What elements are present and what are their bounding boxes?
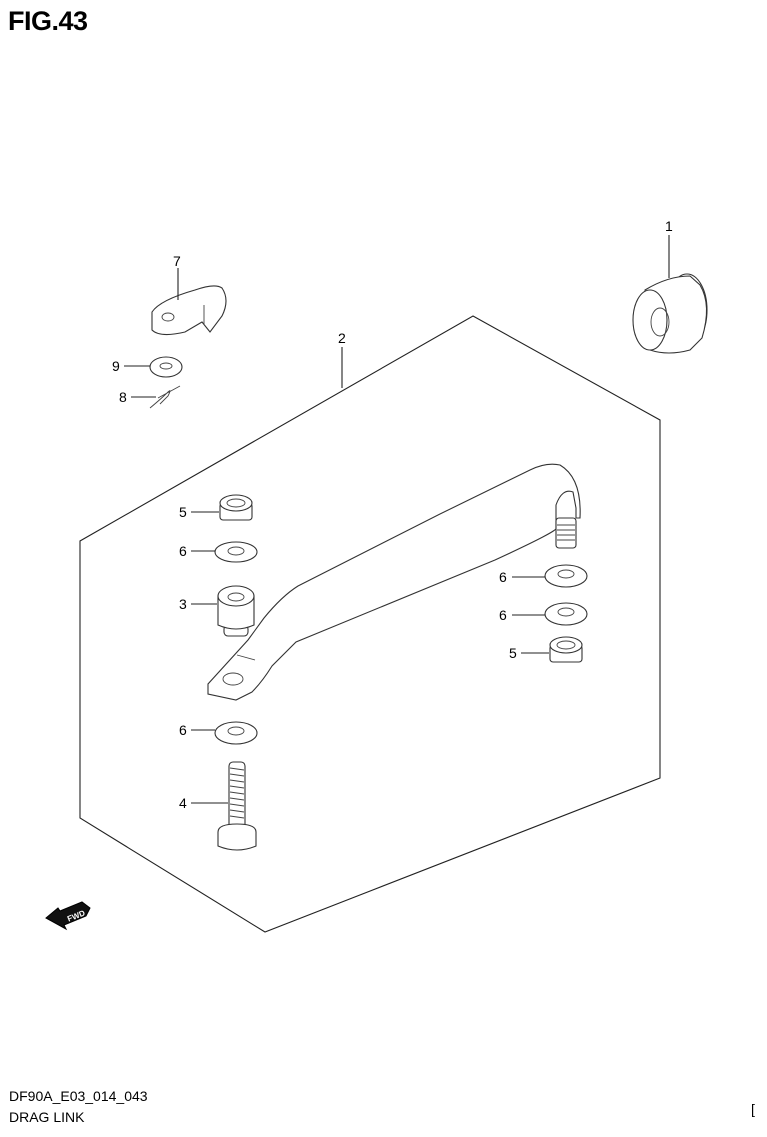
drag-link-rod[interactable] [207,463,581,701]
part-7-link-end[interactable] [151,268,227,336]
callout-7: 7 [173,253,181,269]
part-8-clip[interactable] [131,385,181,409]
fwd-arrow-icon: FWD [45,901,91,931]
callout-2: 2 [338,330,346,346]
part-6-washer-right-upper[interactable] [512,564,588,588]
part-6-washer-right-lower[interactable] [512,602,588,626]
figure-title: FIG.43 [8,6,88,36]
callout-9: 9 [112,358,120,374]
diagram-code: DF90A_E03_014_043 [9,1088,148,1104]
callout-6-left-upper: 6 [179,543,187,559]
callout-8: 8 [119,389,127,405]
footer-bracket-mark: [ [751,1101,755,1117]
callout-5-right: 5 [509,645,517,661]
callout-5-left: 5 [179,504,187,520]
assembly-boundary [79,315,661,933]
callout-6-right-lower: 6 [499,607,507,623]
callout-1: 1 [665,218,673,234]
part-6-washer-left-upper[interactable] [191,541,258,563]
callout-4: 4 [179,795,187,811]
part-4-bolt[interactable] [191,761,257,851]
callout-6-left-lower: 6 [179,722,187,738]
callout-6-right-upper: 6 [499,569,507,585]
diagram-name: DRAG LINK [9,1109,85,1125]
part-1-grommet[interactable] [632,235,708,354]
part-3-bushing[interactable] [191,585,255,637]
part-9-washer[interactable] [124,356,183,378]
part-5-nut-left[interactable] [191,494,253,521]
callout-3: 3 [179,596,187,612]
part-6-washer-left-lower[interactable] [191,721,258,745]
part-5-nut-right[interactable] [521,636,583,663]
